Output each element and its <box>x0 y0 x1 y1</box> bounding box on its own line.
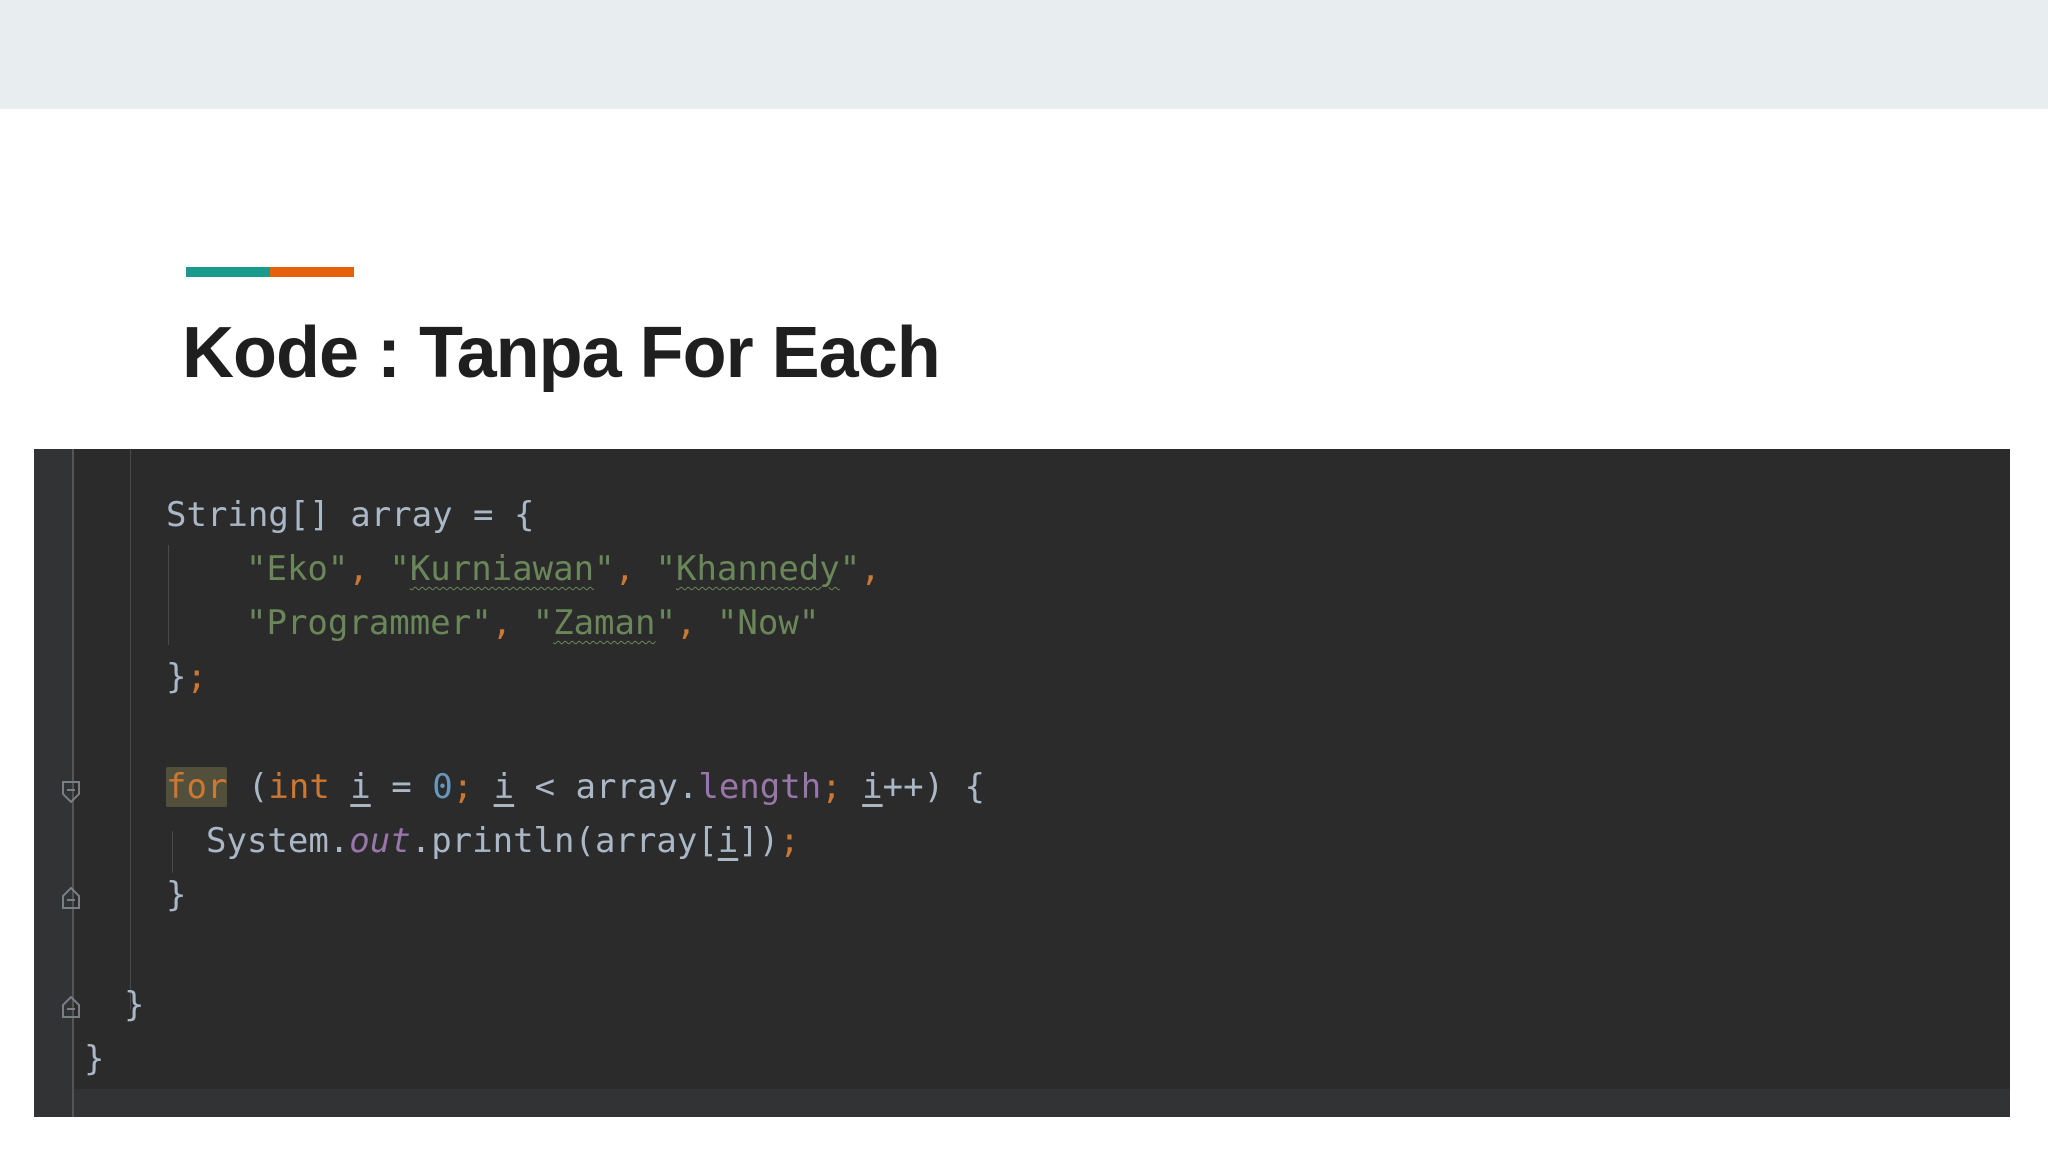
code-line-2: "Eko", "Kurniawan", "Khannedy", <box>246 549 881 589</box>
space <box>473 767 493 807</box>
comma: , <box>614 549 656 589</box>
comma: , <box>348 549 390 589</box>
code-line-5: for (int i = 0; i < array.length; i++) { <box>166 767 985 807</box>
string-literal: Zaman <box>553 603 656 643</box>
top-band <box>0 0 2048 109</box>
open-paren: ( <box>227 767 269 807</box>
system-class: System. <box>206 821 350 861</box>
close-call: ]) <box>738 821 780 861</box>
fold-end-icon[interactable] <box>61 885 81 911</box>
loop-variable: i <box>862 767 883 807</box>
code-line-9: } <box>84 1039 104 1079</box>
increment-and-brace: ++) { <box>882 767 985 807</box>
quote: " <box>655 603 676 643</box>
loop-variable: i <box>350 767 371 807</box>
quote: " <box>246 603 267 643</box>
comma: , <box>675 603 717 643</box>
string-literal: Kurniawan <box>409 549 595 589</box>
closing-brace: } <box>166 657 187 697</box>
string-literal: Khannedy <box>675 549 840 589</box>
quote: " <box>327 549 349 589</box>
println-call: .println(array[ <box>410 821 718 861</box>
array-declaration: String[] array = { <box>166 495 535 535</box>
fold-start-icon[interactable] <box>61 779 81 805</box>
code-line-3: "Programmer", "Zaman", "Now" <box>246 603 819 643</box>
space <box>330 767 350 807</box>
comma: , <box>491 603 533 643</box>
length-field: length <box>698 767 822 807</box>
code-line-7: } <box>166 875 186 915</box>
code-line-4: }; <box>166 657 207 697</box>
space <box>842 767 862 807</box>
quote: " <box>471 603 492 643</box>
indent-guide <box>130 449 131 1009</box>
loop-variable: i <box>493 767 515 807</box>
string-literal: Eko <box>266 549 328 589</box>
out-field: out <box>349 821 411 861</box>
closing-brace: } <box>84 1039 105 1079</box>
title-accent-teal <box>186 267 270 277</box>
quote: " <box>246 549 267 589</box>
semicolon: ; <box>452 767 474 807</box>
quote: " <box>594 549 615 589</box>
assignment: = <box>370 767 433 807</box>
semicolon: ; <box>186 657 207 697</box>
closing-brace: } <box>166 875 187 915</box>
keyword-for: for <box>166 767 228 807</box>
editor-bottom-strip <box>74 1089 2010 1117</box>
closing-brace: } <box>124 985 145 1025</box>
string-literal: Now <box>737 603 799 643</box>
title-accent-orange <box>270 267 354 277</box>
indent-guide <box>172 831 173 873</box>
code-line-1: String[] array = { <box>166 495 534 535</box>
quote: " <box>716 603 738 643</box>
semicolon: ; <box>821 767 842 807</box>
quote: " <box>798 603 820 643</box>
comparison: < array. <box>514 767 699 807</box>
quote: " <box>839 549 861 589</box>
fold-end-icon[interactable] <box>61 994 81 1020</box>
slide-title: Kode : Tanpa For Each <box>182 313 941 393</box>
code-screenshot: String[] array = { "Eko", "Kurniawan", "… <box>34 449 2010 1117</box>
quote: " <box>532 603 554 643</box>
number-literal: 0 <box>432 767 453 807</box>
indent-guide <box>168 545 169 645</box>
comma: , <box>860 549 881 589</box>
quote: " <box>655 549 676 589</box>
keyword-int: int <box>268 767 330 807</box>
code-line-8: } <box>124 985 144 1025</box>
semicolon: ; <box>779 821 800 861</box>
loop-variable: i <box>717 821 739 861</box>
string-literal: Programmer <box>266 603 472 643</box>
code-line-6: System.out.println(array[i]); <box>206 821 800 861</box>
quote: " <box>389 549 410 589</box>
